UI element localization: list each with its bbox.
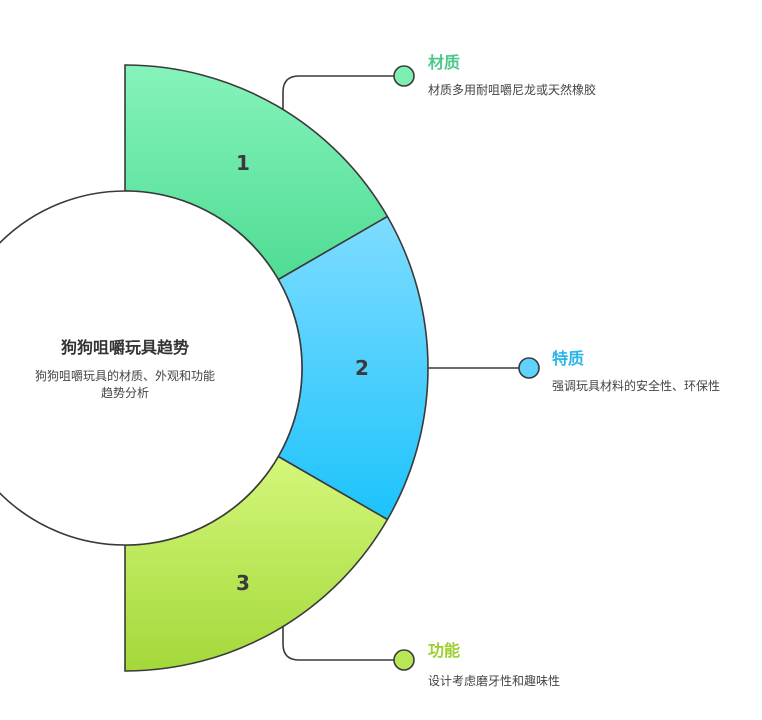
- segment-number-3: 3: [236, 571, 250, 595]
- marker-dot-3: [393, 649, 415, 671]
- segment-title-1: 材质: [428, 53, 461, 72]
- center-description: 狗狗咀嚼玩具的材质、外观和功能趋势分析: [34, 369, 215, 400]
- connector-line-3: [282, 625, 394, 661]
- marker-dot-2: [518, 357, 540, 379]
- connector-line-1: [282, 75, 394, 112]
- segment-number-1: 1: [236, 151, 250, 175]
- segment-description-2: 强调玩具材料的安全性、环保性: [552, 379, 721, 393]
- segment-title-2: 特质: [552, 349, 585, 368]
- center-circle: [0, 190, 303, 546]
- segment-description-3: 设计考虑磨牙性和趣味性: [428, 674, 561, 688]
- segment-number-2: 2: [355, 356, 369, 380]
- marker-dot-1: [393, 65, 415, 87]
- segment-description-1: 材质多用耐咀嚼尼龙或天然橡胶: [428, 83, 597, 97]
- segment-title-3: 功能: [428, 641, 461, 660]
- center-title: 狗狗咀嚼玩具趋势: [60, 338, 189, 357]
